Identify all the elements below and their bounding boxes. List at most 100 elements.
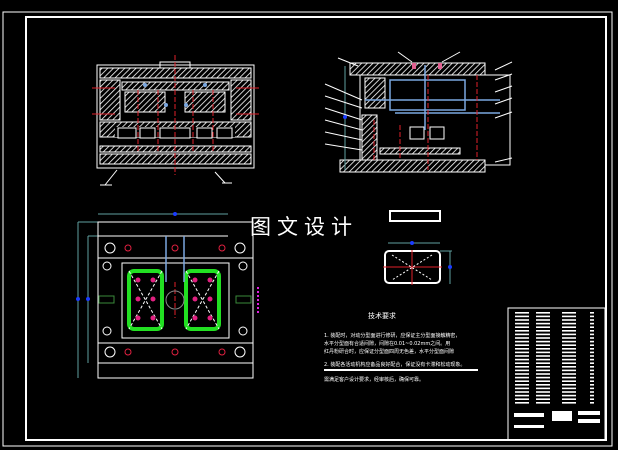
tech-requirement-line: 红丹粉研合时，应保证分型面四周无色差，水平分型面间隙 bbox=[324, 348, 454, 355]
parts-list-cell bbox=[536, 373, 550, 375]
parts-list-cell bbox=[536, 315, 550, 318]
parts-list-cell bbox=[562, 344, 576, 346]
parts-list-cell bbox=[515, 348, 529, 350]
title-block bbox=[507, 307, 606, 441]
parts-list-cell bbox=[536, 391, 550, 393]
parts-list-cell bbox=[515, 326, 529, 328]
parts-list-cell bbox=[590, 362, 594, 364]
parts-list-cell bbox=[562, 387, 576, 390]
parts-list-cell bbox=[590, 376, 594, 379]
tech-requirement-line: 需满足客户设计要求，经审核后，确保可靠。 bbox=[324, 376, 424, 383]
parts-list-cell bbox=[590, 337, 594, 339]
parts-list-cell bbox=[590, 333, 594, 336]
parts-list-cell bbox=[590, 326, 594, 328]
parts-list-cell bbox=[536, 384, 550, 386]
parts-list-cell bbox=[562, 319, 576, 321]
parts-list-cell bbox=[536, 366, 550, 368]
parts-list-cell bbox=[536, 355, 550, 357]
parts-list-cell bbox=[515, 394, 529, 397]
parts-list-cell bbox=[515, 355, 529, 357]
parts-list-cell bbox=[590, 394, 594, 397]
ejector-pins bbox=[135, 277, 213, 321]
tech-requirement-line: 水平分型面有合适间隙，间隙在0.01~0.02mm之间。用 bbox=[324, 340, 450, 347]
parts-list-cell bbox=[536, 344, 550, 346]
parts-list-cell bbox=[590, 315, 594, 318]
balloon-leaders bbox=[324, 51, 513, 163]
drawing-frame bbox=[2, 11, 613, 447]
parts-list-cell bbox=[536, 376, 550, 379]
front-section-view bbox=[92, 55, 259, 186]
parts-list-cell bbox=[590, 340, 594, 343]
parts-list-cell bbox=[515, 402, 529, 404]
parts-list-cell bbox=[515, 391, 529, 393]
parts-list-cell bbox=[562, 394, 576, 397]
parts-list-cell bbox=[536, 402, 550, 404]
parts-list-cell bbox=[590, 384, 594, 386]
parts-list-cell bbox=[536, 358, 550, 361]
technical-requirements: 技术要求 1. 装配时，对动分型面进行修研，应保证主分型面接触精密， 水平分型面… bbox=[324, 311, 478, 383]
parts-list-cell bbox=[562, 362, 576, 364]
parts-list-cell bbox=[515, 373, 529, 375]
parts-list-cell bbox=[590, 348, 594, 350]
parts-list-cell bbox=[515, 340, 529, 343]
parts-list-cell bbox=[515, 369, 529, 372]
part-views bbox=[383, 210, 452, 285]
parts-list-cell bbox=[562, 373, 576, 375]
parts-list-cell bbox=[515, 366, 529, 368]
parts-list-cell bbox=[562, 312, 576, 314]
parts-list-cell bbox=[536, 394, 550, 397]
parts-list-cell bbox=[562, 391, 576, 393]
parts-list-cell bbox=[536, 333, 550, 336]
parts-list-cell bbox=[536, 312, 550, 314]
parts-list-cell bbox=[590, 369, 594, 372]
parts-list-rows bbox=[515, 312, 594, 404]
parts-list-cell bbox=[515, 322, 529, 325]
parts-list-cell bbox=[515, 337, 529, 339]
parts-list-cell bbox=[515, 384, 529, 386]
tech-requirement-line: 2. 装配各活动机构应备品良好配合，保证没有卡滞和松动现象。 bbox=[324, 361, 465, 368]
tech-requirements-title: 技术要求 bbox=[368, 311, 396, 320]
parts-list-cell bbox=[515, 330, 529, 332]
parts-list-cell bbox=[536, 380, 550, 382]
parts-list-cell bbox=[590, 373, 594, 375]
parts-list-cell bbox=[536, 398, 550, 400]
parts-list-cell bbox=[536, 387, 550, 390]
parts-list-cell bbox=[590, 330, 594, 332]
parts-list-cell bbox=[562, 402, 576, 404]
parts-list-cell bbox=[562, 315, 576, 318]
parts-list-cell bbox=[562, 355, 576, 357]
parts-list-cell bbox=[562, 326, 576, 328]
parts-list-cell bbox=[536, 362, 550, 364]
parts-list-cell bbox=[536, 348, 550, 350]
parts-list-cell bbox=[536, 340, 550, 343]
parts-list-cell bbox=[562, 366, 576, 368]
parts-list-cell bbox=[536, 351, 550, 354]
parts-list-cell bbox=[515, 380, 529, 382]
parts-list-cell bbox=[515, 362, 529, 364]
parts-list-cell bbox=[536, 322, 550, 325]
parts-list-cell bbox=[515, 398, 529, 400]
parts-list-cell bbox=[515, 319, 529, 321]
parts-list-cell bbox=[562, 322, 576, 325]
parts-list-cell bbox=[515, 315, 529, 318]
parts-list-cell bbox=[515, 351, 529, 354]
parts-list-cell bbox=[515, 387, 529, 390]
parts-list-cell bbox=[515, 312, 529, 314]
parts-list-cell bbox=[536, 326, 550, 328]
parts-list-cell bbox=[590, 344, 594, 346]
parts-list-cell bbox=[515, 376, 529, 379]
parts-list-cell bbox=[590, 322, 594, 325]
parts-list-cell bbox=[562, 337, 576, 339]
parts-list-cell bbox=[562, 384, 576, 386]
parts-list-cell bbox=[590, 380, 594, 382]
parts-list-cell bbox=[562, 380, 576, 382]
parts-list-cell bbox=[590, 355, 594, 357]
guide-bolts bbox=[102, 242, 248, 358]
parts-list-cell bbox=[562, 369, 576, 372]
parts-list-cell bbox=[562, 348, 576, 350]
parts-list-cell bbox=[562, 330, 576, 332]
parts-list-cell bbox=[515, 333, 529, 336]
parts-list-cell bbox=[590, 391, 594, 393]
parts-list-cell bbox=[515, 358, 529, 361]
